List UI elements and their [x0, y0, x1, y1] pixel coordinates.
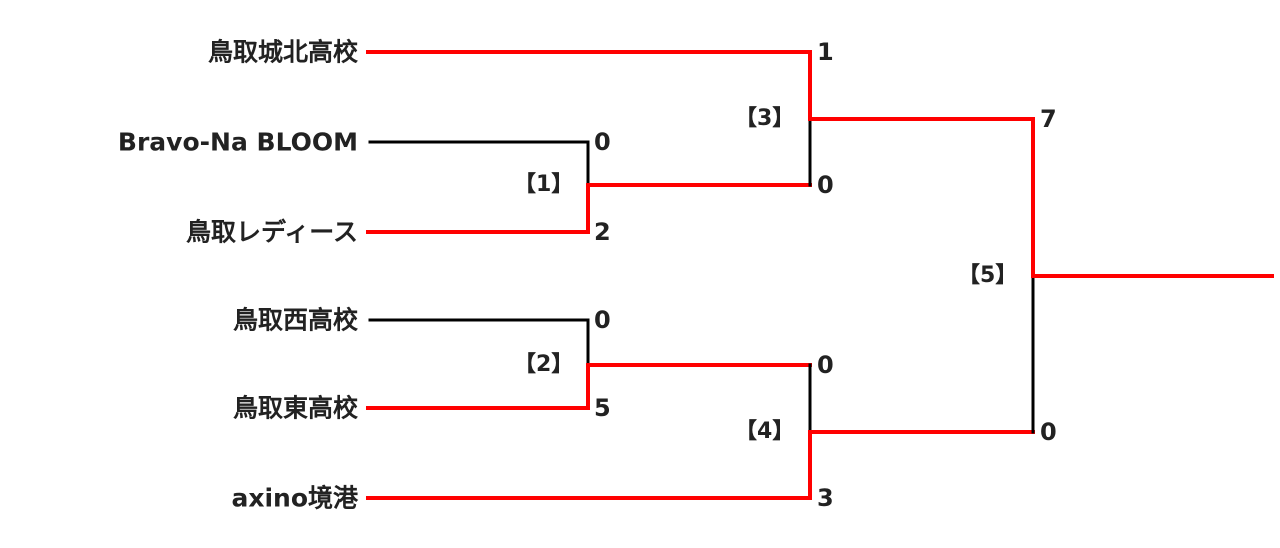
team-name: 鳥取城北高校 [207, 37, 358, 67]
team-name: 鳥取東高校 [232, 393, 358, 423]
match-label: 【4】 [735, 419, 795, 444]
score: 0 [817, 171, 834, 199]
score: 7 [1040, 105, 1057, 133]
team-name: Bravo-Na BLOOM [117, 127, 358, 157]
team-name: 鳥取レディース [185, 217, 358, 247]
match-label: 【3】 [735, 106, 795, 131]
score: 0 [594, 306, 611, 334]
score: 3 [817, 484, 834, 512]
score: 5 [594, 394, 611, 422]
match-label: 【5】 [958, 263, 1018, 288]
score: 0 [817, 351, 834, 379]
score: 0 [1040, 418, 1057, 446]
match-label: 【1】 [514, 172, 574, 197]
score: 0 [594, 128, 611, 156]
score: 1 [817, 38, 834, 66]
match-label: 【2】 [514, 352, 574, 377]
score: 2 [594, 218, 611, 246]
team-name: axino境港 [231, 483, 358, 513]
team-name: 鳥取西高校 [232, 305, 358, 335]
